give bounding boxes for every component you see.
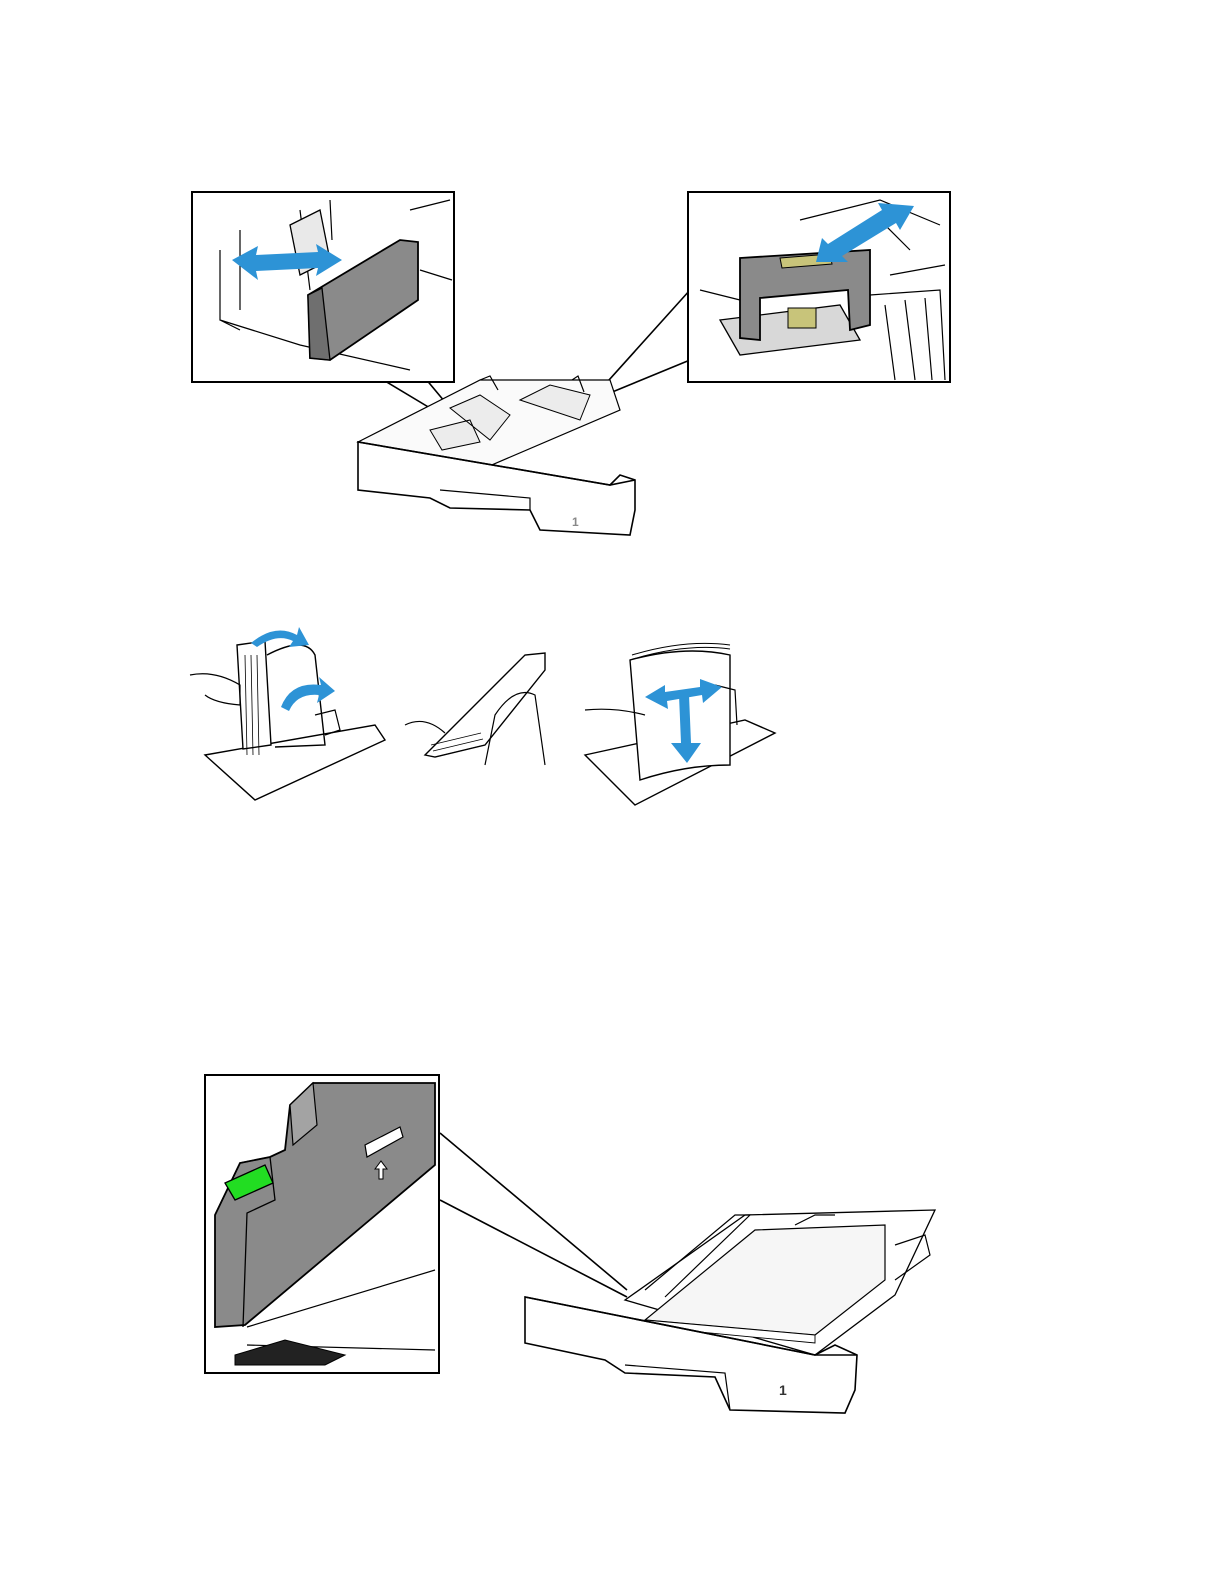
figure-adjust-guides-drawing: 1 (180, 180, 970, 550)
curved-arrow-icon (281, 677, 335, 711)
paper-tray: 1 (358, 376, 635, 535)
paper-tray-loaded: 1 (525, 1210, 935, 1413)
figure-adjust-guides: 1 (180, 180, 970, 550)
figure-load-paper-max-fill: 1 (195, 1065, 945, 1420)
tray-number-label: 1 (779, 1382, 787, 1398)
figure-load-paper-drawing: 1 (195, 1065, 945, 1420)
curved-arrow-icon (251, 627, 309, 647)
inset-fill-line (205, 1075, 439, 1373)
align-stack-step (585, 643, 775, 805)
tray-number-label: 1 (572, 515, 579, 529)
figure-flex-paper-stack (185, 615, 785, 810)
figure-flex-paper-drawing (185, 615, 785, 810)
fan-stack-step (405, 653, 545, 765)
inset-length-guide (688, 192, 950, 382)
inset-width-guide (192, 192, 454, 382)
flex-stack-step (190, 627, 385, 800)
